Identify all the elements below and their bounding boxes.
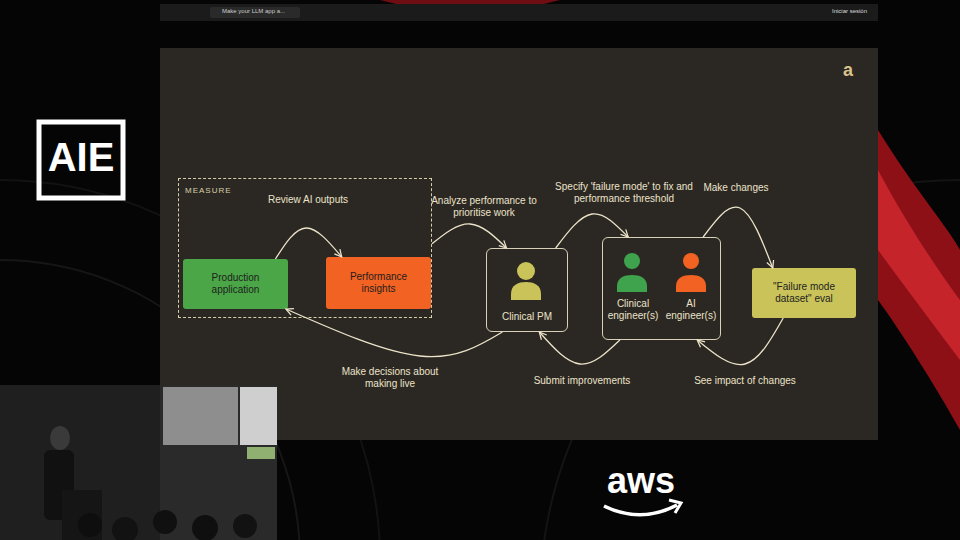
logo-arrow [669,500,681,513]
flow-arrow [539,332,620,364]
node-label: AI engineer(s) [664,298,718,322]
team-box: Clinical engineer(s)AI engineer(s) [602,237,721,340]
connector-label: Specify 'failure mode' to fix and perfor… [549,181,699,205]
node-label: "Failure mode dataset" eval [760,281,848,305]
flow-arrow [703,207,773,268]
speaker-video [0,385,277,540]
flow-arrow [286,309,503,357]
slide [160,48,878,440]
backdrop-swoosh [878,170,960,360]
eval-box: "Failure mode dataset" eval [752,268,856,318]
flow-arrow [432,224,507,248]
flow-arrow [275,228,341,259]
connector-label: Analyze performance to prioritise work [430,195,538,219]
node-label: Performance insights [334,271,423,295]
process-box: Performance insights [326,257,431,309]
logo-frame [39,122,123,198]
connector-label: Make decisions about making live [340,366,440,390]
connector-label: Submit improvements [522,375,642,387]
person-icon [676,253,706,292]
node-label: Production application [191,272,280,296]
browser-tab-title: Make your LLM app a... [222,8,285,14]
flow-arrow [556,214,628,248]
node-label: Clinical PM [487,311,567,323]
process-box: Production application [183,259,288,309]
role-box: Clinical PM [486,248,568,332]
browser-bar [160,4,878,21]
connector-label: Review AI outputs [248,194,368,206]
logo-mark: a [843,61,853,79]
flow-arrow [697,318,783,365]
person-icon [511,262,541,300]
connector-label: Make changes [686,182,786,194]
node-label: Clinical engineer(s) [605,298,661,322]
backdrop-arc [0,260,300,540]
person-icon [617,253,647,292]
connector-label: See impact of changes [680,375,810,387]
event-logo: AIE [39,137,123,177]
logo-smile [604,505,677,515]
sponsor-logo: aws [600,463,682,499]
browser-tab [210,7,300,18]
browser-button: Iniciar sesión [832,8,867,14]
backdrop-swoosh [878,130,960,430]
